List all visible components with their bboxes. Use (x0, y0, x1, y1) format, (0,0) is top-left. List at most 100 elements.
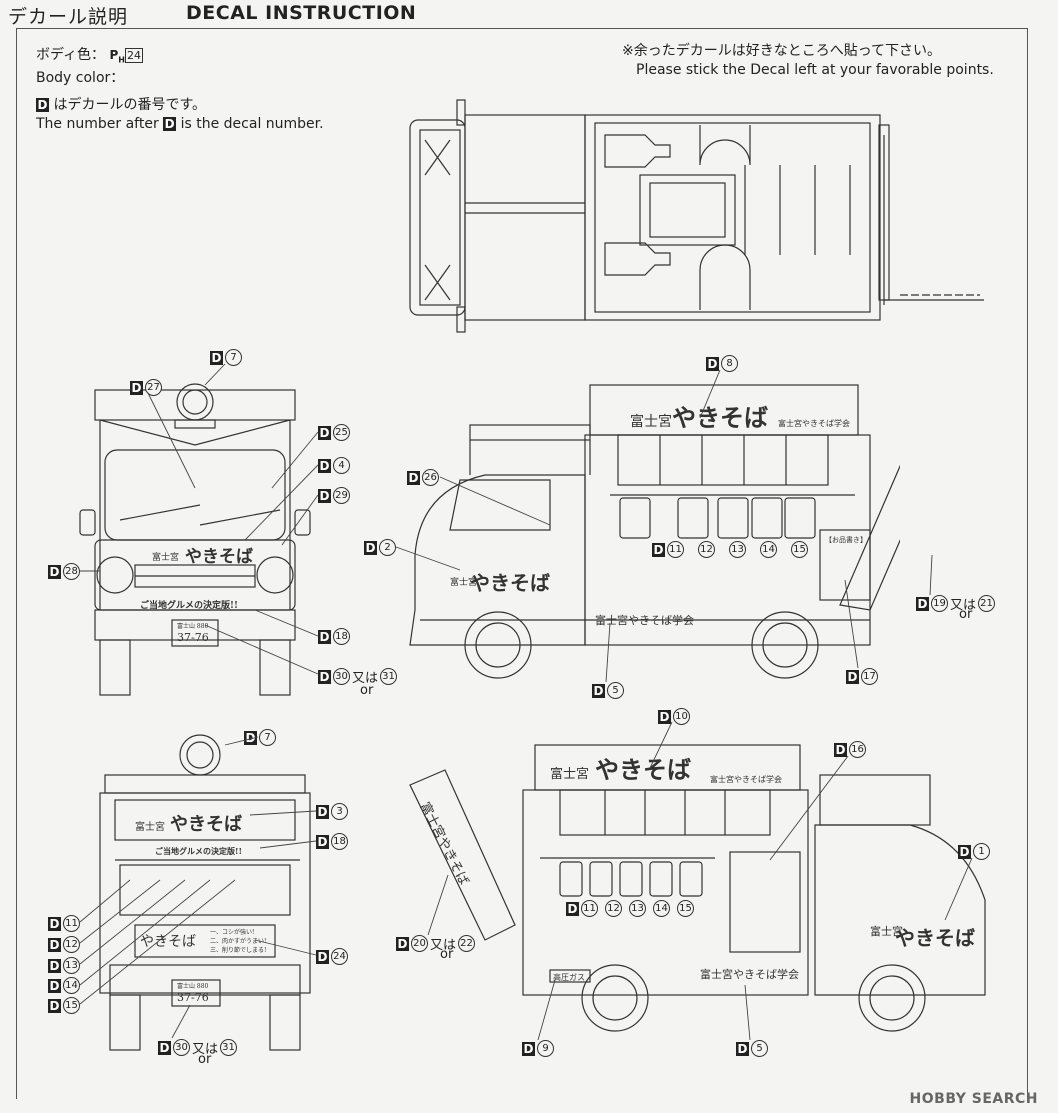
decal-marker-icon: D (316, 949, 329, 964)
left-panel-shop-name: 富士宮 (630, 413, 672, 430)
right-door-yakisoba: やきそば (895, 926, 975, 950)
decal-number: 31 (380, 668, 398, 685)
decal-marker-icon: D (48, 998, 61, 1013)
decal-marker-icon: D (318, 488, 331, 503)
or-en-text: or (198, 1052, 212, 1067)
decal-number: 14 (653, 900, 670, 917)
left-panel-yakisoba: やきそば (672, 403, 768, 432)
body-color-label-en: Body color： (36, 70, 125, 87)
decal-number: 31 (220, 1039, 238, 1056)
decal-number: 21 (978, 595, 996, 612)
decal-marker-icon: D (652, 542, 665, 557)
right-panel-shop-name: 富士宮 (550, 766, 589, 782)
decal-number: 14 (760, 541, 777, 558)
truck-front-view-drawing: 富士宮 やきそば ご当地グルメの決定版!! 富士山 880 37-76 (79, 383, 311, 696)
decal-number: 22 (458, 935, 476, 952)
or-en-text: or (959, 607, 973, 622)
rear-rule-3: 三、削り節でしまる! (210, 946, 266, 954)
decal-number: 5 (607, 682, 624, 699)
or-ja-text: 又は (192, 1042, 219, 1057)
decal-number: 11 (63, 915, 80, 932)
decal-number: 30 (333, 668, 350, 685)
decal-number: 17 (861, 668, 878, 685)
decal-marker-icon: D (48, 958, 61, 973)
decal-number: 13 (729, 541, 746, 558)
title-english: DECAL INSTRUCTION (186, 2, 417, 24)
decal-note-ja: はデカールの番号です。 (53, 97, 207, 113)
decal-marker-icon: D (592, 683, 605, 698)
truck-right-side-view-drawing: 富士宮 やきそば 富士宮やきそば学会 富士宮 やきそば 富士宮やきそば学会 高圧… (409, 744, 986, 1032)
surplus-note-ja: ※余ったデカールは好きなところへ貼って下さい。 (622, 43, 942, 59)
decal-marker-icon: D (522, 1041, 535, 1056)
decal-marker-icon: D (48, 916, 61, 931)
left-menu-title: 【お品書き】 (825, 535, 867, 544)
decal-number: 24 (331, 948, 348, 965)
decal-number: 30 (173, 1039, 190, 1056)
title-japanese: デカール説明 (8, 6, 129, 28)
decal-marker-icon: D (36, 98, 49, 112)
decal-marker-icon: D (846, 669, 859, 684)
watermark: HOBBY SEARCH (909, 1091, 1038, 1107)
decal-number: 1 (973, 843, 990, 860)
decal-number: 4 (333, 457, 350, 474)
or-en-front: or (360, 683, 373, 698)
right-door-shop-name: 富士宮 (870, 924, 903, 938)
surplus-decal-note: ※余ったデカールは好きなところへ貼って下さい。 Please stick the… (622, 42, 994, 80)
decal-marker-icon: D (318, 669, 331, 684)
front-plate-region: 富士山 880 (177, 622, 209, 630)
decal-marker-icon: D (48, 937, 61, 952)
decal-number: 11 (667, 541, 684, 558)
rear-lower-yakisoba: やきそば (140, 934, 196, 950)
decal-number: 27 (145, 379, 162, 396)
paint-code: 24 (124, 48, 143, 63)
decal-marker-icon: D (566, 901, 579, 916)
left-door-shop-name: 富士宮 (450, 576, 477, 588)
or-ja-text: 又は (430, 938, 457, 953)
or-en-left: or (959, 607, 972, 622)
or-en-rear: or (198, 1052, 211, 1067)
decal-note-en-after: is the decal number. (180, 116, 324, 132)
decal-number: 15 (791, 541, 808, 558)
decal-number: 12 (605, 900, 622, 917)
front-slogan: ご当地グルメの決定版!! (140, 599, 238, 611)
instruction-frame (16, 28, 1028, 1099)
decal-marker-icon: D (316, 804, 329, 819)
left-door-yakisoba: やきそば (470, 571, 550, 595)
decal-number: 19 (931, 595, 948, 612)
decal-number: 13 (629, 900, 646, 917)
rear-plate-region: 富士山 880 (177, 982, 209, 990)
or-ja-text: 又は (352, 671, 379, 686)
rear-plate-number: 37-76 (177, 991, 209, 1004)
front-shop-name: 富士宮 (152, 551, 179, 563)
decal-marker-icon: D (48, 564, 61, 579)
decal-number: 15 (63, 997, 80, 1014)
right-gas-label: 高圧ガス (553, 972, 585, 982)
decal-marker-icon: D (706, 356, 719, 371)
front-yakisoba-logo: やきそば (185, 547, 253, 567)
decal-marker-icon: D (658, 709, 671, 724)
right-panel-society: 富士宮やきそば学会 (710, 774, 782, 784)
decal-number: 28 (63, 563, 80, 580)
decal-number: 10 (673, 708, 690, 725)
